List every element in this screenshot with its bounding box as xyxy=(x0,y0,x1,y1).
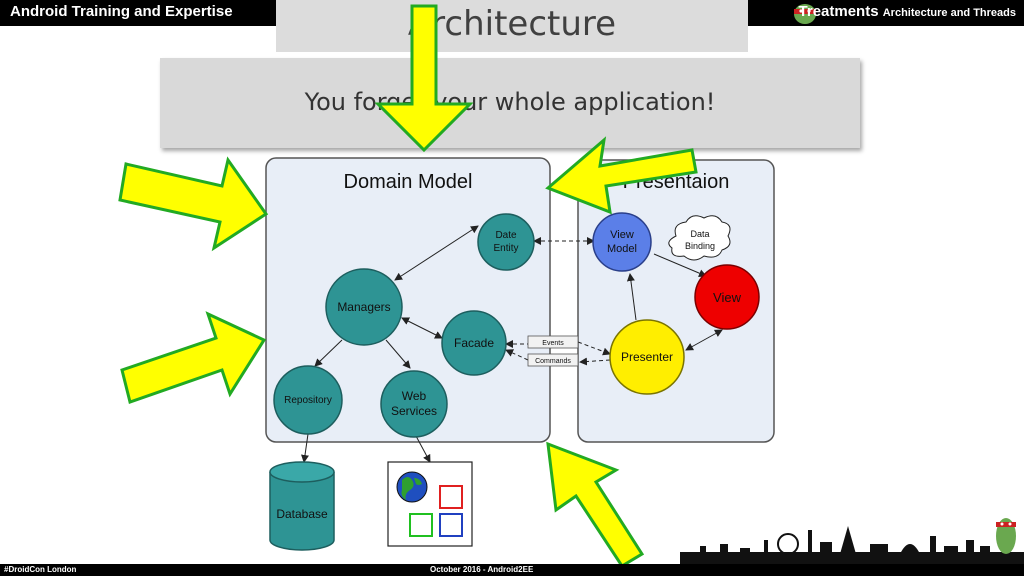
data-binding-label-2: Binding xyxy=(685,241,715,251)
view-model-label-1: View xyxy=(610,229,634,241)
header-left-title: Android Training and Expertise xyxy=(10,3,233,20)
turtle-logo-icon xyxy=(794,4,816,24)
arrow-down-icon xyxy=(374,4,474,153)
events-box: Events xyxy=(527,335,579,349)
blue-square-icon xyxy=(439,513,463,537)
arrow-right-lower-icon xyxy=(120,311,267,404)
slide-title: Architecture xyxy=(407,4,617,44)
connector-managers-date xyxy=(394,225,479,281)
header-right-subtitle: Architecture and Threads xyxy=(882,7,1016,19)
data-binding-cloud: Data Binding xyxy=(668,215,731,261)
repository-label: Repository xyxy=(284,395,332,406)
footer-left: #DroidCon London xyxy=(4,565,77,574)
date-entity-node: Date Entity xyxy=(477,213,535,271)
managers-label: Managers xyxy=(337,300,390,314)
date-entity-label-2: Entity xyxy=(493,243,518,254)
database-label: Database xyxy=(276,507,328,521)
web-frame xyxy=(387,461,473,547)
connector-managers-repository xyxy=(314,339,343,367)
facade-node: Facade xyxy=(441,310,507,376)
events-label: Events xyxy=(542,340,564,347)
data-binding-label-1: Data xyxy=(690,229,709,239)
web-services-label-2: Services xyxy=(391,404,437,418)
connector-managers-webservices xyxy=(385,339,411,369)
facade-label: Facade xyxy=(454,336,494,350)
web-services-label-1: Web xyxy=(402,389,427,403)
connector-managers-facade xyxy=(401,317,443,339)
view-model-label-2: Model xyxy=(607,243,637,255)
view-node: View xyxy=(694,264,760,330)
green-square-icon xyxy=(409,513,433,537)
presenter-node: Presenter xyxy=(609,319,685,395)
repository-node: Repository xyxy=(273,365,343,435)
footer-center: October 2016 - Android2EE xyxy=(430,565,534,574)
header-right: Treatments Architecture and Threads xyxy=(799,3,1016,20)
connector-presenter-view xyxy=(685,329,723,351)
slide-title-box: Architecture xyxy=(276,0,748,52)
london-skyline-icon xyxy=(680,518,1024,566)
arrow-right-upper-icon xyxy=(118,156,269,252)
banner-box: You forget your whole application! xyxy=(160,58,860,148)
connector-webservices-cloud xyxy=(415,435,431,463)
turtle-mascot-icon xyxy=(996,518,1016,554)
managers-node: Managers xyxy=(325,268,403,346)
arrow-left-upper-icon xyxy=(545,136,698,215)
domain-model-title: Domain Model xyxy=(344,171,473,193)
connector-repository-database xyxy=(301,433,309,463)
connector-events-presenter xyxy=(577,341,611,356)
connector-presenter-commands xyxy=(579,357,611,366)
view-label: View xyxy=(713,290,742,305)
presenter-label: Presenter xyxy=(621,350,673,364)
arrow-up-left-icon xyxy=(546,441,645,569)
web-services-node: Web Services xyxy=(380,370,448,438)
view-model-node: View Model xyxy=(592,212,652,272)
commands-box: Commands xyxy=(527,353,579,367)
header-right-title: Treatments xyxy=(798,3,879,20)
commands-label: Commands xyxy=(535,358,571,365)
database-cylinder: Database xyxy=(269,461,335,551)
red-square-icon xyxy=(439,485,463,509)
date-entity-label-1: Date xyxy=(495,230,517,241)
connector-presenter-viewmodel xyxy=(626,273,637,321)
footer-bar xyxy=(0,564,1024,576)
connector-viewmodel-view xyxy=(653,253,707,277)
banner-text: You forget your whole application! xyxy=(304,88,716,116)
